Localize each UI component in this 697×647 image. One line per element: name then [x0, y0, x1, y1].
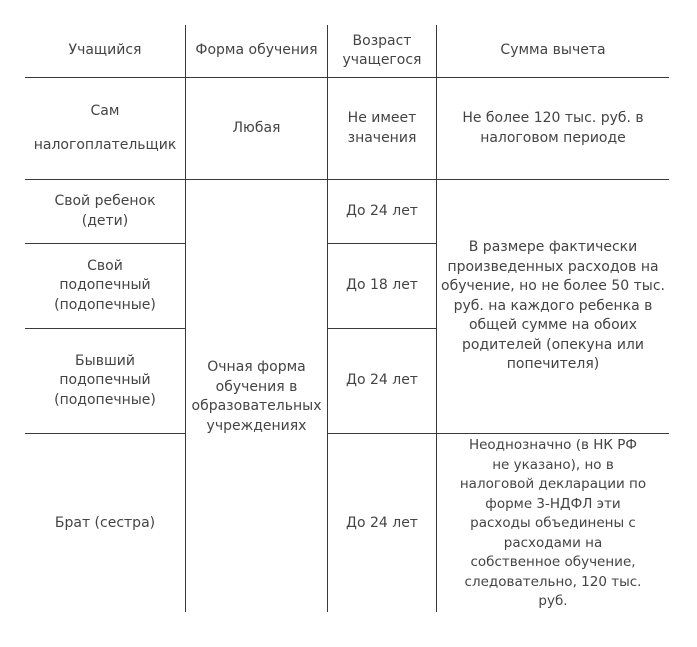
column-divider-1 [185, 25, 186, 612]
row4-bottom-border-amount [436, 433, 669, 434]
row1-student: Сам налогоплательщик [25, 78, 185, 179]
row2-bottom-border [25, 243, 185, 244]
row1-form-text: Любая [232, 119, 281, 136]
row1-amount: Не более 120 тыс. руб. в налоговом перио… [437, 78, 669, 179]
merged-amount-actual-text: В размере фактически произведенных расхо… [441, 239, 665, 373]
row2-age: До 24 лет [328, 180, 436, 243]
merged-amount-actual: В размере фактически произведенных расхо… [437, 180, 669, 433]
column-divider-2 [327, 25, 328, 612]
header-form: Форма обучения [186, 25, 327, 77]
row5-amount: Неоднозначно (в НК РФ не указано), но в … [437, 434, 669, 614]
row1-student-line2: налогоплательщик [33, 136, 177, 153]
row1-age-text: Не имеет значения [347, 110, 417, 146]
row3-age-text: До 18 лет [346, 277, 418, 294]
row3-age: До 18 лет [328, 244, 436, 328]
row4-student-text: Бывший подопечный (подопечные) [54, 352, 156, 408]
merged-form-full-time-text: Очная форма обучения в образовательных у… [191, 359, 322, 434]
column-divider-3 [436, 25, 437, 612]
header-amount-text: Сумма вычета [500, 42, 606, 59]
row4-bottom-border [25, 433, 185, 434]
row2-bottom-border-age [327, 243, 436, 244]
row2-student-text: Свой ребенок (дети) [54, 193, 156, 229]
header-student-text: Учащийся [68, 42, 142, 59]
header-age-text: Возраст учащегося [342, 32, 422, 69]
header-student: Учащийся [25, 25, 185, 77]
row2-student: Свой ребенок (дети) [25, 180, 185, 243]
row4-age: До 24 лет [328, 329, 436, 433]
row1-student-line1: Сам [90, 103, 120, 119]
row3-student-text: Свой подопечный (подопечные) [54, 257, 156, 313]
row5-age-text: До 24 лет [346, 515, 418, 532]
row3-bottom-border [25, 328, 185, 329]
row2-age-text: До 24 лет [346, 202, 418, 219]
row3-student: Свой подопечный (подопечные) [25, 244, 185, 328]
row3-bottom-border-age [327, 328, 436, 329]
header-amount: Сумма вычета [437, 25, 669, 77]
header-bottom-border [25, 77, 669, 78]
row4-age-text: До 24 лет [346, 372, 418, 389]
row4-student: Бывший подопечный (подопечные) [25, 329, 185, 433]
row4-bottom-border-age [327, 433, 436, 434]
row1-form: Любая [186, 78, 327, 179]
row5-student: Брат (сестра) [25, 434, 185, 614]
merged-form-full-time: Очная форма обучения в образовательных у… [186, 180, 327, 614]
row1-amount-text: Не более 120 тыс. руб. в налоговом перио… [462, 110, 644, 146]
row5-amount-text: Неоднозначно (в НК РФ не указано), но в … [459, 437, 647, 610]
row1-bottom-border [25, 179, 669, 180]
row1-age: Не имеет значения [328, 78, 436, 179]
header-age: Возраст учащегося [328, 25, 436, 77]
header-form-text: Форма обучения [195, 42, 318, 59]
row5-age: До 24 лет [328, 434, 436, 614]
row5-student-text: Брат (сестра) [54, 515, 156, 532]
